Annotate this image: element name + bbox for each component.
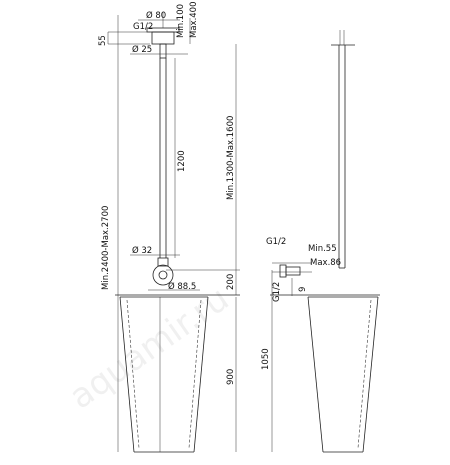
label-g12: G1/2 <box>133 22 153 32</box>
label-d80: Ø 80 <box>146 10 166 21</box>
side-label-max86: Max.86 <box>310 258 341 268</box>
side-basin-inner <box>357 299 372 449</box>
spout-inner-circle <box>158 270 168 280</box>
basin-left-edge <box>119 296 135 453</box>
side-label-g12-top: G1/2 <box>266 237 286 247</box>
side-view: G1/2 Min.55 Max.86 G1/2 9 1050 <box>261 30 380 453</box>
label-d25: Ø 25 <box>132 44 152 55</box>
adjust-sleeve <box>159 43 167 59</box>
side-basin-right <box>362 296 379 453</box>
label-min100: Min.100 <box>176 4 186 38</box>
basin-right-edge <box>193 296 209 453</box>
label-d88: Ø 88.5 <box>168 281 196 292</box>
side-wall-fitting <box>279 264 287 278</box>
side-label-1050: 1050 <box>261 348 271 370</box>
pipe-joint <box>157 257 169 267</box>
label-200: 200 <box>226 274 236 290</box>
front-view: G1/2 Ø 80 Min.100 Max.400 55 Ø 25 1200 M… <box>98 2 240 453</box>
label-max400: Max.400 <box>189 2 199 39</box>
side-fitting-body <box>285 266 301 276</box>
spout-outer-circle <box>152 264 174 286</box>
label-900: 900 <box>226 369 236 385</box>
label-total-height: Min.2400-Max.2700 <box>101 206 111 290</box>
ceiling-connector <box>151 31 175 45</box>
watermark: aquamir.ru <box>62 279 236 418</box>
side-basin-left <box>307 296 324 453</box>
label-1200: 1200 <box>177 150 187 172</box>
side-label-9: 9 <box>298 287 308 292</box>
label-rise: Min.1300-Max.1600 <box>226 116 236 200</box>
side-label-min55: Min.55 <box>308 244 337 254</box>
side-label-g12-vert: G1/2 <box>272 282 282 302</box>
label-d32: Ø 32 <box>132 245 152 256</box>
label-55: 55 <box>98 35 108 46</box>
